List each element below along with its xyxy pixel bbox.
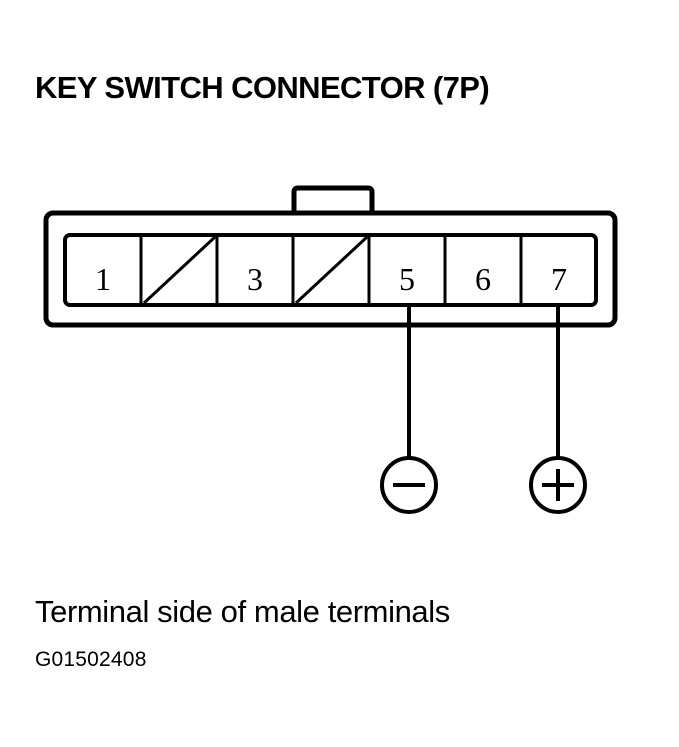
cavity-number-7: 7	[551, 261, 567, 297]
cavity-number-1: 1	[95, 261, 111, 297]
connector-diagram: 1 3 5 6 7	[43, 185, 618, 514]
negative-probe-circle	[380, 456, 438, 514]
cavity-number-6: 6	[475, 261, 491, 297]
connector-outer-shell	[43, 210, 618, 328]
figure-id-label: G01502408	[35, 648, 147, 671]
cavity-number-3: 3	[247, 261, 263, 297]
blank-cavity-slash-2	[142, 235, 217, 305]
terminal-block-outline	[63, 233, 598, 307]
connector-locking-tab-icon	[291, 185, 375, 214]
figure-caption: Terminal side of male terminals	[35, 594, 450, 629]
cavity-number-5: 5	[399, 261, 415, 297]
page-title: KEY SWITCH CONNECTOR (7P)	[35, 70, 490, 105]
blank-cavity-slash-4	[294, 235, 369, 305]
positive-probe-circle	[529, 456, 587, 514]
